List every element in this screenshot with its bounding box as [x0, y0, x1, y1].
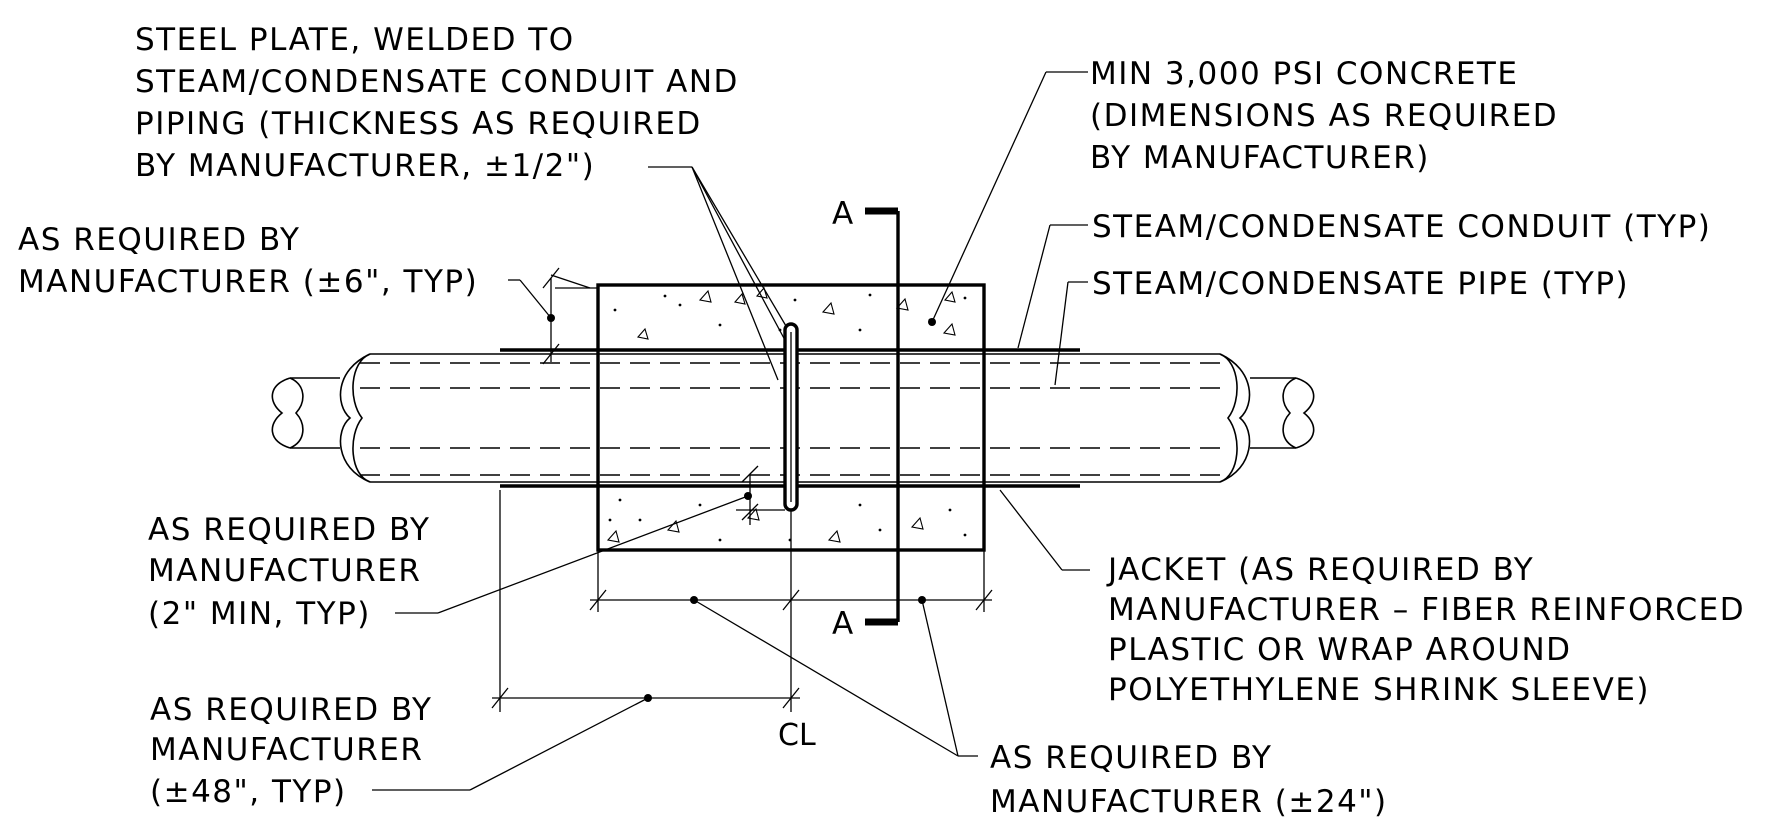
- as-required-48-line-1: AS REQUIRED BY: [150, 692, 432, 728]
- concrete-line-1: MIN 3,000 PSI CONCRETE: [1090, 56, 1518, 92]
- callout-steel-plate: STEEL PLATE, WELDED TO STEAM/CONDENSATE …: [135, 22, 739, 184]
- as-required-2-line-2: MANUFACTURER: [148, 553, 421, 589]
- callout-as-required-2: AS REQUIRED BY MANUFACTURER (2" MIN, TYP…: [148, 512, 430, 632]
- steel-plate-line-3: PIPING (THICKNESS AS REQUIRED: [135, 106, 702, 142]
- section-label-top: A: [832, 196, 855, 232]
- steel-plate: [783, 322, 799, 512]
- as-required-24-line-1: AS REQUIRED BY: [990, 740, 1272, 776]
- callout-concrete: MIN 3,000 PSI CONCRETE (DIMENSIONS AS RE…: [1090, 56, 1558, 176]
- callout-as-required-48: AS REQUIRED BY MANUFACTURER (±48", TYP): [150, 692, 432, 810]
- as-required-24-line-2: MANUFACTURER (±24"): [990, 784, 1388, 820]
- as-required-6-line-1: AS REQUIRED BY: [18, 222, 300, 258]
- leader-lines: [372, 71, 1090, 791]
- section-label-bottom: A: [832, 606, 855, 642]
- callout-as-required-24: AS REQUIRED BY MANUFACTURER (±24"): [990, 740, 1388, 820]
- jacket-line-1: JACKET (AS REQUIRED BY: [1106, 552, 1534, 588]
- conduit-label: STEAM/CONDENSATE CONDUIT (TYP): [1092, 209, 1711, 245]
- as-required-48-line-3: (±48", TYP): [150, 774, 347, 810]
- section-cut-line: A A: [832, 196, 900, 642]
- jacket-line-3: PLASTIC OR WRAP AROUND: [1108, 632, 1572, 668]
- centerline-label: CL: [778, 718, 816, 753]
- pipe-label: STEAM/CONDENSATE PIPE (TYP): [1092, 266, 1629, 302]
- callout-jacket: JACKET (AS REQUIRED BY MANUFACTURER – FI…: [1106, 552, 1745, 708]
- steel-plate-line-4: BY MANUFACTURER, ±1/2"): [135, 148, 595, 184]
- concrete-line-2: (DIMENSIONS AS REQUIRED: [1090, 98, 1558, 134]
- concrete-line-3: BY MANUFACTURER): [1090, 140, 1430, 176]
- steel-plate-line-2: STEAM/CONDENSATE CONDUIT AND: [135, 64, 739, 100]
- jacket-line-4: POLYETHYLENE SHRINK SLEEVE): [1108, 672, 1650, 708]
- as-required-2-line-3: (2" MIN, TYP): [148, 596, 371, 632]
- as-required-2-line-1: AS REQUIRED BY: [148, 512, 430, 548]
- as-required-6-line-2: MANUFACTURER (±6", TYP): [18, 264, 478, 300]
- jacket-line-2: MANUFACTURER – FIBER REINFORCED: [1108, 592, 1745, 628]
- callout-as-required-6: AS REQUIRED BY MANUFACTURER (±6", TYP): [18, 222, 478, 300]
- centerline-symbol: CL: [778, 718, 816, 753]
- steel-plate-line-1: STEEL PLATE, WELDED TO: [135, 22, 575, 58]
- as-required-48-line-2: MANUFACTURER: [150, 732, 423, 768]
- dimension-lines: CL: [491, 267, 993, 753]
- concrete-stipple: [606, 286, 967, 543]
